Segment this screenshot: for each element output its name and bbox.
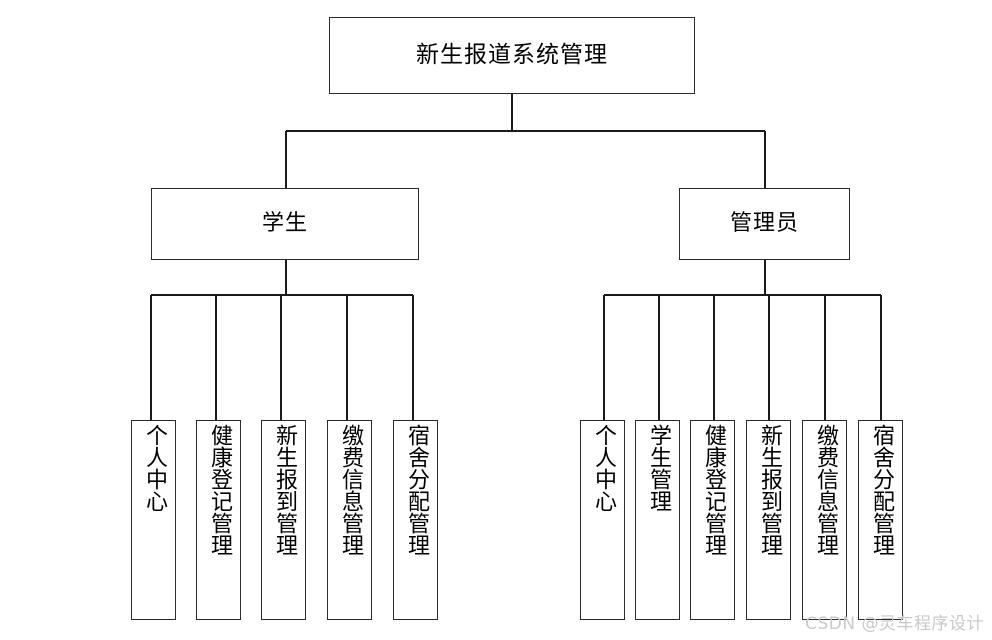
node-student-payment-info[interactable]: 缴费信息管理: [327, 420, 372, 620]
node-root-system[interactable]: 新生报道系统管理: [329, 17, 695, 94]
node-admin-dorm-allocation-label: 宿舍分配管理: [868, 424, 894, 556]
node-actor-admin-label: 管理员: [729, 211, 799, 236]
node-admin-student-management-label: 学生管理: [645, 424, 671, 512]
node-student-dorm-allocation-label: 宿舍分配管理: [403, 424, 429, 556]
node-actor-student-label: 学生: [261, 211, 308, 236]
node-admin-freshman-checkin[interactable]: 新生报到管理: [746, 420, 791, 620]
node-admin-freshman-checkin-label: 新生报到管理: [756, 424, 782, 556]
node-actor-admin[interactable]: 管理员: [679, 188, 850, 260]
node-admin-payment-info[interactable]: 缴费信息管理: [802, 420, 847, 620]
node-student-health-registration[interactable]: 健康登记管理: [196, 420, 241, 620]
csdn-watermark: CSDN @灵车程序设计: [805, 614, 984, 634]
node-admin-student-management[interactable]: 学生管理: [635, 420, 680, 620]
node-admin-dorm-allocation[interactable]: 宿舍分配管理: [858, 420, 903, 620]
node-student-payment-info-label: 缴费信息管理: [337, 424, 363, 556]
node-admin-health-registration-label: 健康登记管理: [700, 424, 726, 556]
node-admin-payment-info-label: 缴费信息管理: [812, 424, 838, 556]
node-student-health-registration-label: 健康登记管理: [206, 424, 232, 556]
node-student-freshman-checkin-label: 新生报到管理: [271, 424, 297, 556]
node-student-personal-center[interactable]: 个人中心: [131, 420, 176, 620]
node-admin-personal-center[interactable]: 个人中心: [580, 420, 625, 620]
node-student-dorm-allocation[interactable]: 宿舍分配管理: [393, 420, 438, 620]
node-admin-health-registration[interactable]: 健康登记管理: [690, 420, 735, 620]
node-student-personal-center-label: 个人中心: [141, 424, 167, 512]
node-actor-student[interactable]: 学生: [151, 188, 419, 260]
node-student-freshman-checkin[interactable]: 新生报到管理: [261, 420, 306, 620]
node-root-label: 新生报道系统管理: [416, 42, 608, 68]
node-admin-personal-center-label: 个人中心: [590, 424, 616, 512]
